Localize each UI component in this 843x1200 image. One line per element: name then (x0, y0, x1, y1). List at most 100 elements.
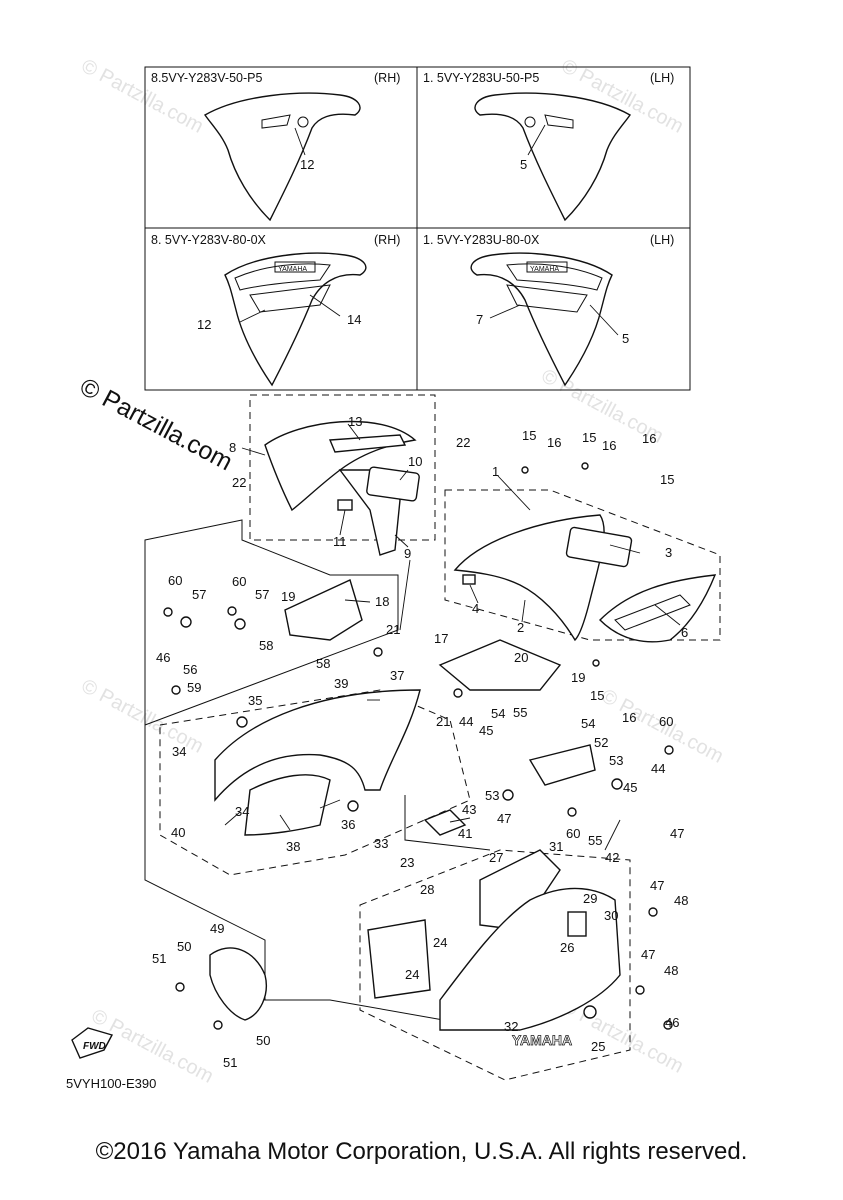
part-number: 10 (408, 454, 422, 469)
part-number: 60 (659, 714, 673, 729)
bracket-52 (528, 744, 596, 786)
part-number: 47 (497, 811, 511, 826)
part-number: 12 (197, 317, 211, 332)
duct-17 (438, 639, 562, 691)
part-number: 58 (316, 656, 330, 671)
part-number: 13 (348, 414, 362, 429)
part-number: 11 (333, 534, 347, 549)
variant-code: 8. 5VY-Y283V-80-0X (151, 233, 267, 247)
part-number: 60 (168, 573, 182, 588)
seal-10 (366, 466, 420, 502)
side-cowling-lh-panel (474, 92, 632, 222)
hardware (163, 462, 674, 1030)
exploded-view: YAMAHA FWD (71, 394, 721, 1081)
part-number: 19 (281, 589, 295, 604)
part-number: 22 (456, 435, 470, 450)
part-number: 57 (255, 587, 269, 602)
part-number: 17 (434, 631, 448, 646)
part-number: 47 (670, 826, 684, 841)
part-number: 57 (192, 587, 206, 602)
part-number: 21 (386, 622, 400, 637)
part-number: 54 (491, 706, 505, 721)
variant-side: (LH) (650, 233, 674, 247)
part-number: 44 (651, 761, 665, 776)
watermark: © Partzilla.com (75, 373, 237, 477)
part-number: 4 (472, 601, 479, 616)
part-number: 45 (623, 780, 637, 795)
variant-code: 8.5VY-Y283V-50-P5 (151, 71, 262, 85)
part-number: 38 (286, 839, 300, 854)
decal-brand: YAMAHA (278, 266, 307, 273)
fwd-label: FWD (83, 1041, 106, 1052)
decal-brand: YAMAHA (530, 266, 559, 273)
part-number: 3 (665, 545, 672, 560)
leader-lines (224, 423, 681, 851)
part-number: 31 (549, 839, 563, 854)
damper-4 (462, 574, 476, 585)
part-numbers: 1 2 3 4 6 8 9 10 11 13 15 15 15 15 16 16… (152, 414, 688, 1070)
molding-13 (328, 434, 407, 453)
part-number: 15 (590, 688, 604, 703)
seal-28 (367, 919, 431, 999)
part-number: 18 (375, 594, 389, 609)
part-number: 44 (459, 714, 473, 729)
variant-code: 1. 5VY-Y283U-80-0X (423, 233, 540, 247)
part-number: 12 (300, 157, 314, 172)
part-number: 20 (514, 650, 528, 665)
part-number: 47 (641, 947, 655, 962)
part-number: 21 (436, 714, 450, 729)
part-number: 50 (256, 1033, 270, 1048)
part-number: 8 (229, 440, 236, 455)
part-number: 16 (642, 431, 656, 446)
part-number: 24 (433, 935, 447, 950)
part-number: 37 (390, 668, 404, 683)
part-number: 42 (605, 850, 619, 865)
variant-side: (RH) (374, 233, 400, 247)
part-number: 5 (622, 331, 629, 346)
side-cowling-rh-panel (203, 92, 361, 222)
bracket-49 (209, 947, 267, 1021)
part-number: 40 (171, 825, 185, 840)
part-number: 49 (210, 921, 224, 936)
part-number: 53 (485, 788, 499, 803)
part-number: 28 (420, 882, 434, 897)
part-number: 22 (232, 475, 246, 490)
part-number: 55 (588, 833, 602, 848)
variant-side: (LH) (650, 71, 674, 85)
upper-cowling-lh (453, 514, 605, 642)
part-number: 25 (591, 1039, 605, 1054)
part-number: 1 (492, 464, 499, 479)
lh-decal-mark (544, 114, 574, 129)
panel-38 (244, 774, 331, 836)
part-number: 48 (664, 963, 678, 978)
part-number: 16 (602, 438, 616, 453)
part-number: 33 (374, 836, 388, 851)
part-number: 50 (177, 939, 191, 954)
part-number: 48 (674, 893, 688, 908)
part-number: 46 (156, 650, 170, 665)
part-number: 36 (341, 817, 355, 832)
part-number: 59 (187, 680, 201, 695)
damper-11 (337, 499, 353, 511)
part-number: 45 (479, 723, 493, 738)
part-number: 24 (405, 967, 419, 982)
fwd-arrow-icon: FWD (71, 1027, 114, 1059)
part-number: 27 (489, 850, 503, 865)
variant-code: 1. 5VY-Y283U-50-P5 (423, 71, 539, 85)
part-number: 60 (566, 826, 580, 841)
part-number: 58 (259, 638, 273, 653)
part-number: 35 (248, 693, 262, 708)
part-number: 14 (347, 312, 361, 327)
part-number: 51 (152, 951, 166, 966)
part-number: 47 (650, 878, 664, 893)
part-number: 55 (513, 705, 527, 720)
variant-side: (RH) (374, 71, 400, 85)
cover-41 (423, 809, 467, 836)
variant-box: 8.5VY-Y283V-50-P5 (RH) 1. 5VY-Y283U-50-P… (144, 66, 691, 391)
side-panel-6 (599, 574, 717, 643)
part-number: 52 (594, 735, 608, 750)
part-number: 46 (665, 1015, 679, 1030)
part-number: 15 (660, 472, 674, 487)
part-number: 16 (622, 710, 636, 725)
